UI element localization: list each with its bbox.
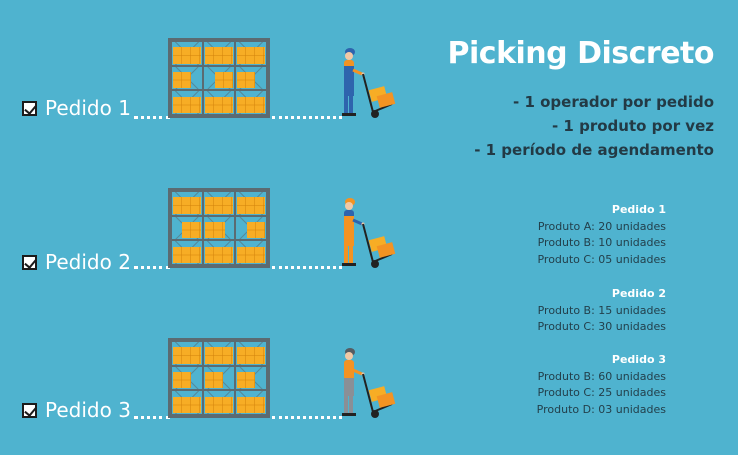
order-label: Pedido 3: [22, 398, 131, 422]
box-icon: [237, 246, 265, 263]
rule-item: - 1 período de agendamento: [474, 141, 714, 159]
rules-list: - 1 operador por pedido - 1 produto por …: [474, 90, 714, 162]
order-detail-header: Pedido 1: [611, 203, 666, 216]
order-detail-1: Pedido 1 Produto A: 20 unidades Produto …: [537, 202, 666, 268]
dotted-path: [134, 266, 170, 269]
box-icon: [205, 222, 225, 239]
shelf-cell: [171, 365, 203, 391]
shelf-cell: [235, 215, 267, 241]
box-icon: [237, 347, 265, 364]
box-icon: [205, 347, 233, 364]
dotted-path: [134, 116, 170, 119]
box-icon: [173, 197, 201, 214]
shelf-cell: [203, 215, 235, 241]
box-icon: [205, 372, 223, 389]
box-icon: [205, 47, 233, 64]
shelf-cell: [203, 191, 235, 216]
checkbox-checked-icon: [22, 402, 37, 418]
worker-with-handtruck-icon: [338, 192, 408, 270]
shelf-rack: [168, 38, 270, 118]
box-icon: [247, 222, 265, 239]
box-icon: [173, 396, 201, 413]
shelf-cell: [203, 90, 235, 115]
order-row-1: Pedido 1: [0, 30, 420, 130]
shelf-cell: [171, 41, 203, 66]
shelf-cell: [235, 341, 267, 366]
order-detail-header: Pedido 2: [611, 287, 666, 300]
shelf-cell: [235, 90, 267, 115]
box-icon: [215, 72, 233, 89]
box-icon: [237, 197, 265, 214]
shelf-rack: [168, 188, 270, 268]
worker-with-handtruck-icon: [338, 342, 408, 420]
shelf-cell: [235, 191, 267, 216]
order-detail-item: Produto B: 15 unidades: [537, 303, 666, 317]
box-icon: [173, 372, 191, 389]
order-detail-item: Produto C: 30 unidades: [537, 320, 666, 333]
order-label: Pedido 1: [22, 96, 131, 120]
box-icon: [205, 246, 233, 263]
shelf-cell: [171, 65, 203, 91]
checkbox-checked-icon: [22, 100, 37, 116]
shelf-cell: [171, 390, 203, 415]
shelf-cell: [235, 365, 267, 391]
box-icon: [173, 246, 201, 263]
order-detail-2: Pedido 2 Produto B: 15 unidades Produto …: [537, 286, 666, 336]
order-detail-item: Produto C: 05 unidades: [537, 252, 666, 266]
order-detail-item: Produto D: 03 unidades: [536, 402, 666, 416]
shelf-cell: [235, 240, 267, 265]
box-icon: [205, 96, 233, 113]
shelf-cell: [171, 240, 203, 265]
box-icon: [173, 347, 201, 364]
order-detail-item: Produto C: 25 unidades: [537, 386, 666, 399]
shelf-cell: [203, 341, 235, 366]
box-icon: [181, 222, 201, 239]
shelf-cell: [235, 41, 267, 66]
order-row-3: Pedido 3: [0, 330, 420, 430]
rule-item: - 1 operador por pedido: [513, 93, 714, 111]
rule-item: - 1 produto por vez: [551, 117, 714, 135]
worker-with-handtruck-icon: [338, 42, 408, 120]
dotted-path: [272, 116, 342, 119]
shelf-cell: [203, 65, 235, 91]
box-icon: [205, 197, 233, 214]
box-icon: [173, 96, 201, 113]
order-label-text: Pedido 3: [45, 398, 131, 422]
order-detail-item: Produto A: 20 unidades: [537, 219, 666, 233]
shelf-cell: [203, 390, 235, 415]
box-icon: [205, 396, 233, 413]
shelf-cell: [171, 215, 203, 241]
box-icon: [173, 47, 201, 64]
shelf-cell: [171, 90, 203, 115]
box-icon: [237, 396, 265, 413]
shelf-cell: [171, 191, 203, 216]
shelf-cell: [235, 65, 267, 91]
dotted-path: [272, 416, 342, 419]
box-icon: [237, 372, 255, 389]
order-label: Pedido 2: [22, 250, 131, 274]
order-detail-item: Produto B: 60 unidades: [537, 369, 666, 383]
page-title: Picking Discreto: [447, 36, 715, 71]
order-detail-item: Produto B: 10 unidades: [537, 236, 666, 249]
order-detail-header: Pedido 3: [611, 353, 666, 366]
shelf-cell: [235, 390, 267, 415]
order-detail-3: Pedido 3 Produto B: 60 unidades Produto …: [537, 352, 666, 418]
box-icon: [237, 72, 255, 89]
dotted-path: [134, 416, 170, 419]
shelf-cell: [203, 365, 235, 391]
shelf-cell: [171, 341, 203, 366]
shelf-rack: [168, 338, 270, 418]
order-row-2: Pedido 2: [0, 180, 420, 280]
dotted-path: [272, 266, 342, 269]
shelf-cell: [203, 41, 235, 66]
order-label-text: Pedido 2: [45, 250, 131, 274]
order-label-text: Pedido 1: [45, 96, 131, 120]
shelf-cell: [203, 240, 235, 265]
box-icon: [237, 96, 265, 113]
checkbox-checked-icon: [22, 254, 37, 270]
box-icon: [237, 47, 265, 64]
box-icon: [173, 72, 191, 89]
